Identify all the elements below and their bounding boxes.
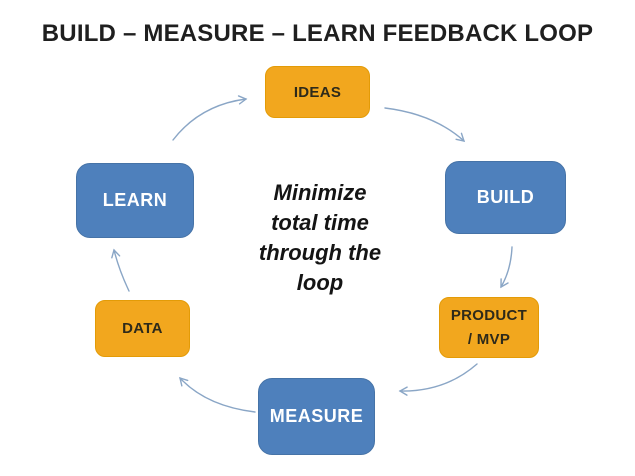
center-note: Minimize total time through the loop	[230, 178, 410, 298]
node-product-mvp-label-line2: / MVP	[467, 330, 511, 348]
arrow-build-to-product	[500, 246, 513, 289]
node-build-label: BUILD	[476, 187, 535, 207]
node-learn-label: LEARN	[102, 190, 168, 210]
node-product-mvp: PRODUCT / MVP	[439, 297, 539, 358]
arrow-product-to-measure	[398, 363, 478, 396]
center-note-line: loop	[296, 270, 344, 295]
center-note-line: through the	[258, 240, 382, 265]
center-note-line: Minimize	[273, 180, 367, 205]
node-product-mvp-label-line1: PRODUCT	[450, 306, 528, 324]
node-data-label: DATA	[122, 320, 163, 337]
node-data: DATA	[95, 300, 190, 357]
arrow-ideas-to-build	[384, 107, 466, 142]
node-ideas-label: IDEAS	[293, 83, 342, 101]
node-ideas: IDEAS	[265, 66, 370, 118]
arrow-measure-to-data	[179, 376, 256, 413]
node-measure-label: MEASURE	[269, 406, 364, 426]
arrow-data-to-learn	[111, 248, 130, 292]
node-build: BUILD	[445, 161, 566, 234]
node-learn: LEARN	[76, 163, 194, 238]
center-note-line: total time	[271, 210, 369, 235]
arrow-learn-to-ideas	[172, 95, 248, 141]
node-measure: MEASURE	[258, 378, 375, 455]
slide-title: BUILD – MEASURE – LEARN FEEDBACK LOOP	[41, 20, 594, 47]
